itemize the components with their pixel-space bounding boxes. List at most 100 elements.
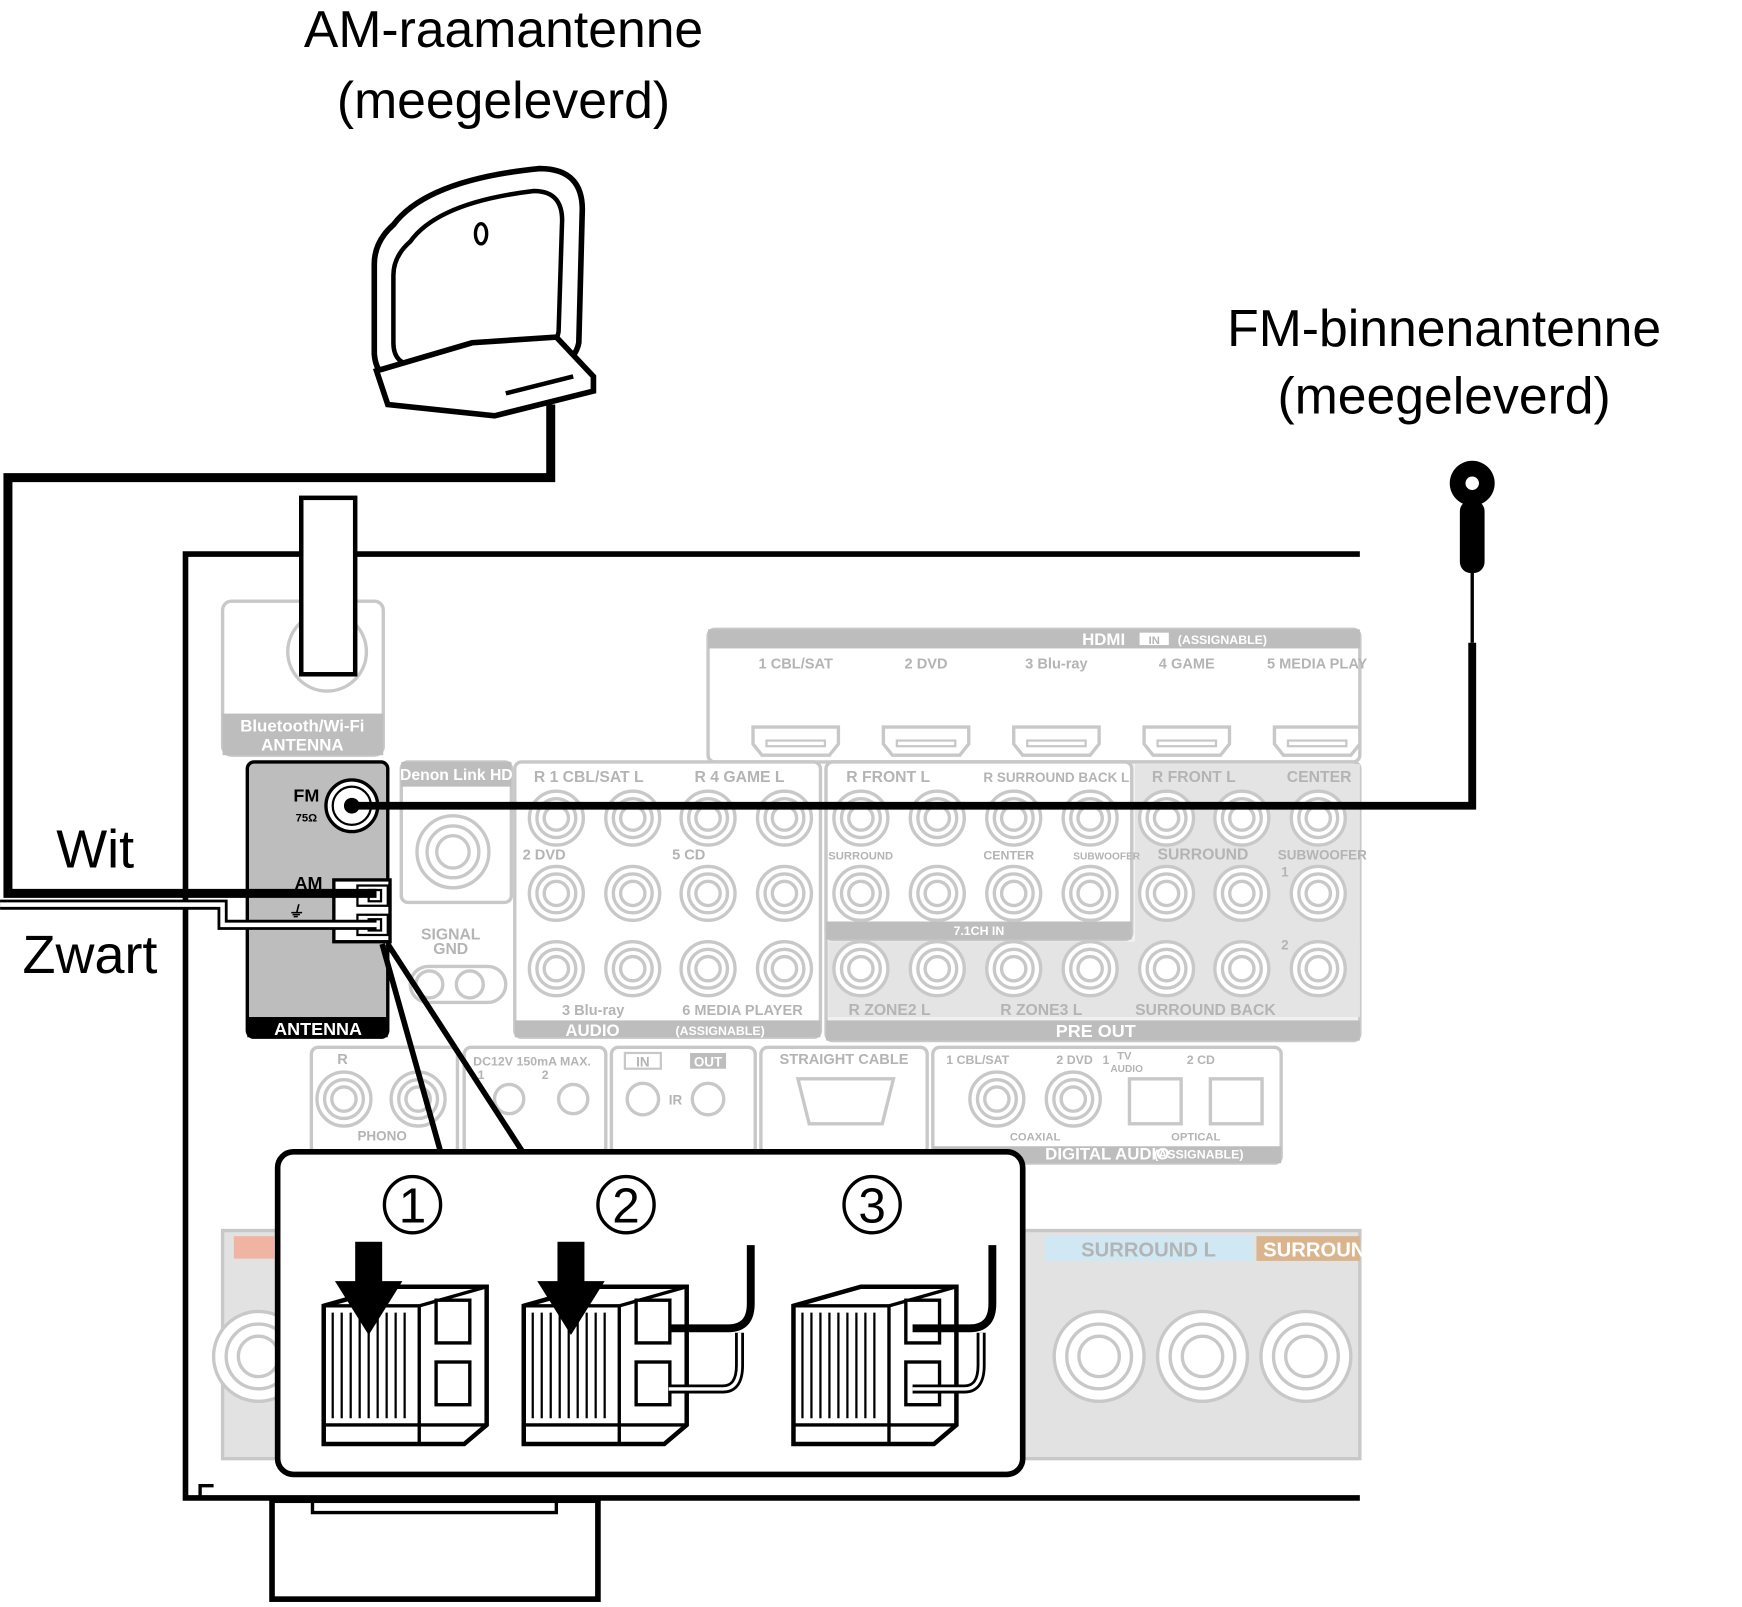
svg-text:COAXIAL: COAXIAL <box>1010 1132 1061 1144</box>
hdmi-input-label: 1 CBL/SAT <box>759 657 833 673</box>
rca-jack-icon <box>1061 864 1119 923</box>
svg-text:75Ω: 75Ω <box>296 812 317 824</box>
bluetooth-antenna-rod <box>298 495 358 677</box>
svg-text:R ZONE2 L: R ZONE2 L <box>849 1002 931 1019</box>
svg-text:1 CBL/SAT: 1 CBL/SAT <box>946 1053 1009 1067</box>
am-antenna-title: AM-raamantenne <box>304 0 703 58</box>
svg-text:DC12V 150mA MAX.: DC12V 150mA MAX. <box>473 1054 591 1068</box>
inserted-wire-icon <box>912 1245 997 1394</box>
svg-text:SURROUND: SURROUND <box>828 851 893 863</box>
svg-text:AUDIO: AUDIO <box>565 1021 619 1040</box>
svg-text:OUT: OUT <box>694 1054 723 1069</box>
hdmi-input-label: 4 GAME <box>1159 657 1215 673</box>
rca-jack-icon <box>908 789 966 847</box>
svg-text:HDMI: HDMI <box>1082 630 1125 649</box>
rca-jack-icon <box>1289 864 1347 923</box>
svg-text:FM: FM <box>293 785 319 805</box>
ground-symbol: ⏚ <box>288 904 304 921</box>
rca-jack-icon <box>1137 864 1196 923</box>
antenna-terminal-panel: ANTENNA FM 75Ω AM ⏚ <box>245 760 392 1039</box>
svg-text:TV: TV <box>1117 1051 1132 1063</box>
rca-jack-icon <box>908 864 966 923</box>
svg-text:6 MEDIA PLAYER: 6 MEDIA PLAYER <box>682 1003 803 1019</box>
rca-jack-icon <box>985 940 1043 998</box>
inserted-wire-icon <box>668 1245 755 1394</box>
rca-jack-icon <box>968 1070 1026 1128</box>
step-number-circle <box>382 1174 443 1235</box>
rca-jack-icon <box>1213 940 1271 998</box>
svg-text:R 4 GAME L: R 4 GAME L <box>695 769 785 786</box>
rca-jack-icon <box>908 940 966 998</box>
hdmi-port-icon <box>1272 725 1362 757</box>
press-down-arrow-icon <box>334 1241 403 1336</box>
hdmi-port-icon <box>751 725 841 757</box>
svg-text:2 CD: 2 CD <box>1187 1053 1215 1067</box>
step-2: 2 <box>596 1174 656 1235</box>
svg-text:R FRONT L: R FRONT L <box>1152 769 1236 786</box>
svg-text:SURROUND: SURROUND <box>1158 847 1249 864</box>
hdmi-input-label: 2 DVD <box>905 657 948 673</box>
fm-antenna-end-icon <box>1449 460 1495 574</box>
hdmi-port-icon <box>881 725 971 757</box>
rca-jack-icon <box>1052 1309 1146 1404</box>
audio-input-section: R 1 CBL/SAT L R 4 GAME L 2 DVD 5 CD 3 Bl… <box>513 760 823 1040</box>
hdmi-input-section: HDMI IN (ASSIGNABLE) 1 CBL/SAT 2 DVD 3 Blu… <box>706 627 1368 764</box>
svg-text:Denon Link HD: Denon Link HD <box>400 767 513 784</box>
receiver-outline <box>182 551 1360 1501</box>
rca-jack-icon <box>985 789 1043 847</box>
denon-link-hd-terminal: Denon Link HD SIGNAL GND <box>399 760 514 1005</box>
svg-text:SUBWOOFER: SUBWOOFER <box>1278 848 1367 863</box>
svg-text:AM: AM <box>295 873 323 893</box>
rca-jack-icon <box>679 864 737 923</box>
rca-jack-icon <box>315 1070 373 1128</box>
am-loop-antenna-icon <box>371 165 597 419</box>
svg-text:R SURROUND BACK L: R SURROUND BACK L <box>983 770 1129 785</box>
rca-jack-icon <box>1213 789 1271 847</box>
svg-text:1: 1 <box>478 1068 485 1082</box>
rca-jack-icon <box>527 940 585 998</box>
svg-text:2: 2 <box>1281 938 1289 953</box>
svg-text:2: 2 <box>542 1068 549 1082</box>
rca-jack-icon <box>1137 789 1196 847</box>
am-antenna-supplied: (meegeleverd) <box>337 71 670 129</box>
svg-text:Bluetooth/Wi-Fi: Bluetooth/Wi-Fi <box>240 717 364 736</box>
step-number-circle <box>842 1174 902 1235</box>
rca-jack-icon <box>1155 1309 1250 1404</box>
svg-text:3 Blu-ray: 3 Blu-ray <box>562 1003 625 1019</box>
rca-jack-icon <box>1061 940 1119 998</box>
svg-text:(ASSIGNABLE): (ASSIGNABLE) <box>1178 633 1267 647</box>
step-number: 1 <box>399 1179 427 1234</box>
rca-jack-icon <box>1213 864 1271 923</box>
svg-text:IR: IR <box>669 1093 683 1108</box>
rca-jack-icon <box>1044 1070 1102 1128</box>
svg-text:SIGNAL: SIGNAL <box>421 926 481 943</box>
rca-jack-icon <box>832 789 890 847</box>
svg-text:SURROUND L: SURROUND L <box>1081 1239 1216 1261</box>
step-1: 1 <box>382 1174 443 1235</box>
rca-jack-icon <box>527 789 585 847</box>
svg-text:(ASSIGNABLE): (ASSIGNABLE) <box>1154 1148 1243 1162</box>
hdmi-port-icon <box>1012 725 1101 757</box>
svg-text:IN: IN <box>636 1054 649 1069</box>
rca-jack-icon <box>1289 789 1347 847</box>
fm-antenna-wire <box>351 642 1477 810</box>
callout-pointer <box>379 942 525 1154</box>
hdmi-input-label: 3 Blu-ray <box>1025 657 1088 673</box>
svg-text:GND: GND <box>433 941 468 958</box>
rca-jack-icon <box>755 940 814 998</box>
svg-text:R: R <box>337 1052 348 1068</box>
svg-text:R 1 CBL/SAT L: R 1 CBL/SAT L <box>534 769 644 786</box>
rca-jack-icon <box>604 789 662 847</box>
rca-jack-icon <box>604 864 662 923</box>
step-number-circle <box>596 1174 656 1235</box>
rca-jack-icon <box>985 864 1043 923</box>
rca-jack-icon <box>832 864 890 923</box>
receiver-foot <box>269 1497 601 1602</box>
svg-text:5 CD: 5 CD <box>672 848 705 864</box>
svg-text:SURROUND BACK: SURROUND BACK <box>1135 1002 1276 1019</box>
svg-text:STRAIGHT CABLE: STRAIGHT CABLE <box>780 1052 909 1068</box>
rca-jack-icon <box>679 940 737 998</box>
svg-text:IN: IN <box>1149 635 1160 647</box>
lower-terminal-row: R PHONO DC12V 150mA MAX. 1 2 IN OUT IR S… <box>309 1045 1283 1165</box>
svg-text:AUDIO: AUDIO <box>1110 1064 1143 1075</box>
